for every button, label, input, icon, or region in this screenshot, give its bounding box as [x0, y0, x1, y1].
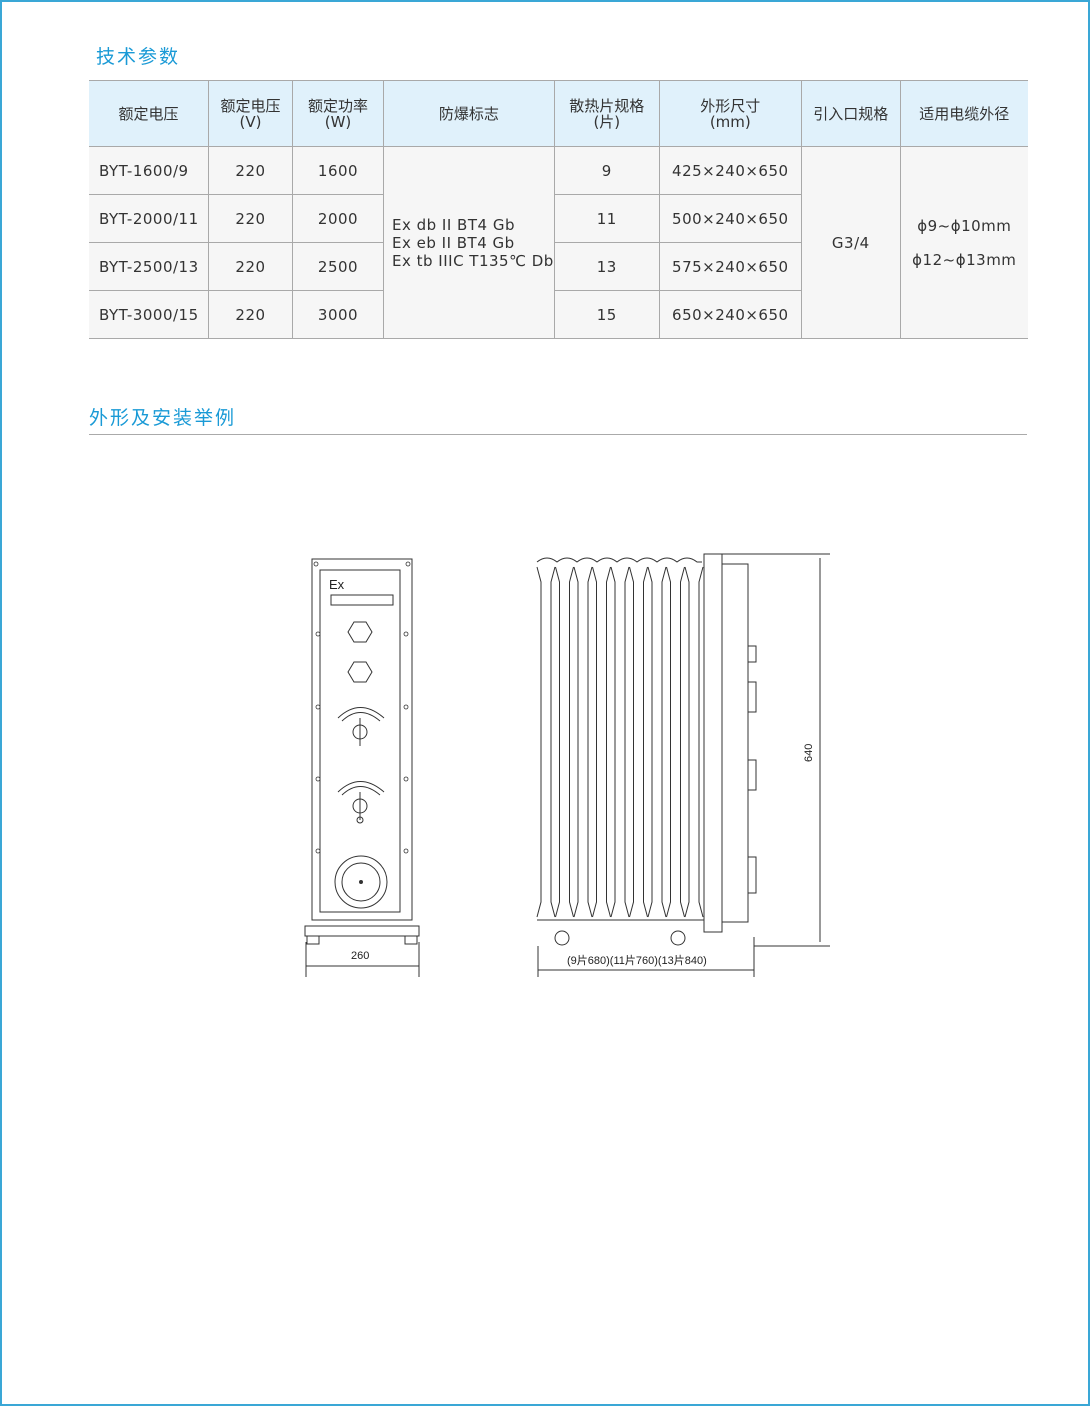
switch-guard-icon — [337, 781, 385, 796]
table-row: BYT-3000/15 220 3000 15 650×240×650 — [89, 290, 1028, 339]
cable-gland-icon — [347, 661, 373, 683]
model-cell: BYT-2000/11 — [89, 194, 209, 243]
radiator-fin — [647, 566, 667, 918]
radiator-fin — [555, 566, 574, 918]
voltage-cell: 220 — [208, 290, 293, 339]
radiator-fin — [610, 566, 630, 918]
size-cell: 575×240×650 — [658, 242, 802, 291]
fins-cell: 15 — [553, 290, 660, 339]
divider — [89, 434, 1027, 435]
size-cell: 500×240×650 — [658, 194, 802, 243]
voltage-cell: 220 — [208, 242, 293, 291]
power-cell: 1600 — [292, 146, 384, 195]
size-cell: 650×240×650 — [658, 290, 802, 339]
cable-gland-icon — [347, 621, 373, 643]
header-cell: 引入口规格 — [800, 80, 901, 147]
radiator-fin — [573, 566, 593, 918]
model-cell: BYT-2500/13 — [89, 242, 209, 291]
model-cell: BYT-3000/15 — [89, 290, 209, 339]
radiator-fin — [684, 566, 704, 918]
entry-cell: G3/4 — [800, 146, 901, 339]
length-dimension: (9片680)(11片760)(13片840) — [567, 954, 707, 967]
fins-cell: 11 — [553, 194, 660, 243]
spec-table: 额定电压 额定电压(V) 额定功率(W) 防爆标志 散热片规格(片) 外形尺寸(… — [89, 80, 1028, 339]
switch-guard-icon — [337, 707, 385, 722]
fins-cell: 13 — [553, 242, 660, 291]
table-row: BYT-2000/11 220 2000 11 500×240×650 — [89, 194, 1028, 243]
width-dimension: 260 — [351, 950, 369, 962]
header-cell: 防爆标志 — [383, 80, 555, 147]
power-cell: 2000 — [292, 194, 384, 243]
radiator-fin — [629, 566, 648, 918]
height-dimension: 640 — [803, 744, 815, 762]
side-view: 640 (9片680)(11片760)(13片840) — [536, 553, 830, 977]
header-cell: 额定功率(W) — [292, 80, 384, 147]
size-cell: 425×240×650 — [658, 146, 802, 195]
voltage-cell: 220 — [208, 146, 293, 195]
header-cell: 散热片规格(片) — [553, 80, 660, 147]
section-title-drawing: 外形及安装举例 — [89, 407, 237, 429]
radiator-fin — [592, 566, 611, 918]
radiator-fin — [536, 566, 556, 918]
radiator-fin — [666, 566, 685, 918]
voltage-cell: 220 — [208, 194, 293, 243]
power-cell: 3000 — [292, 290, 384, 339]
front-view: Ex 260 — [304, 558, 420, 977]
header-cell: 外形尺寸(mm) — [658, 80, 802, 147]
thermostat-dial-icon — [334, 855, 388, 909]
ex-label: Ex — [329, 577, 345, 592]
section-title-specs: 技术参数 — [96, 46, 181, 68]
